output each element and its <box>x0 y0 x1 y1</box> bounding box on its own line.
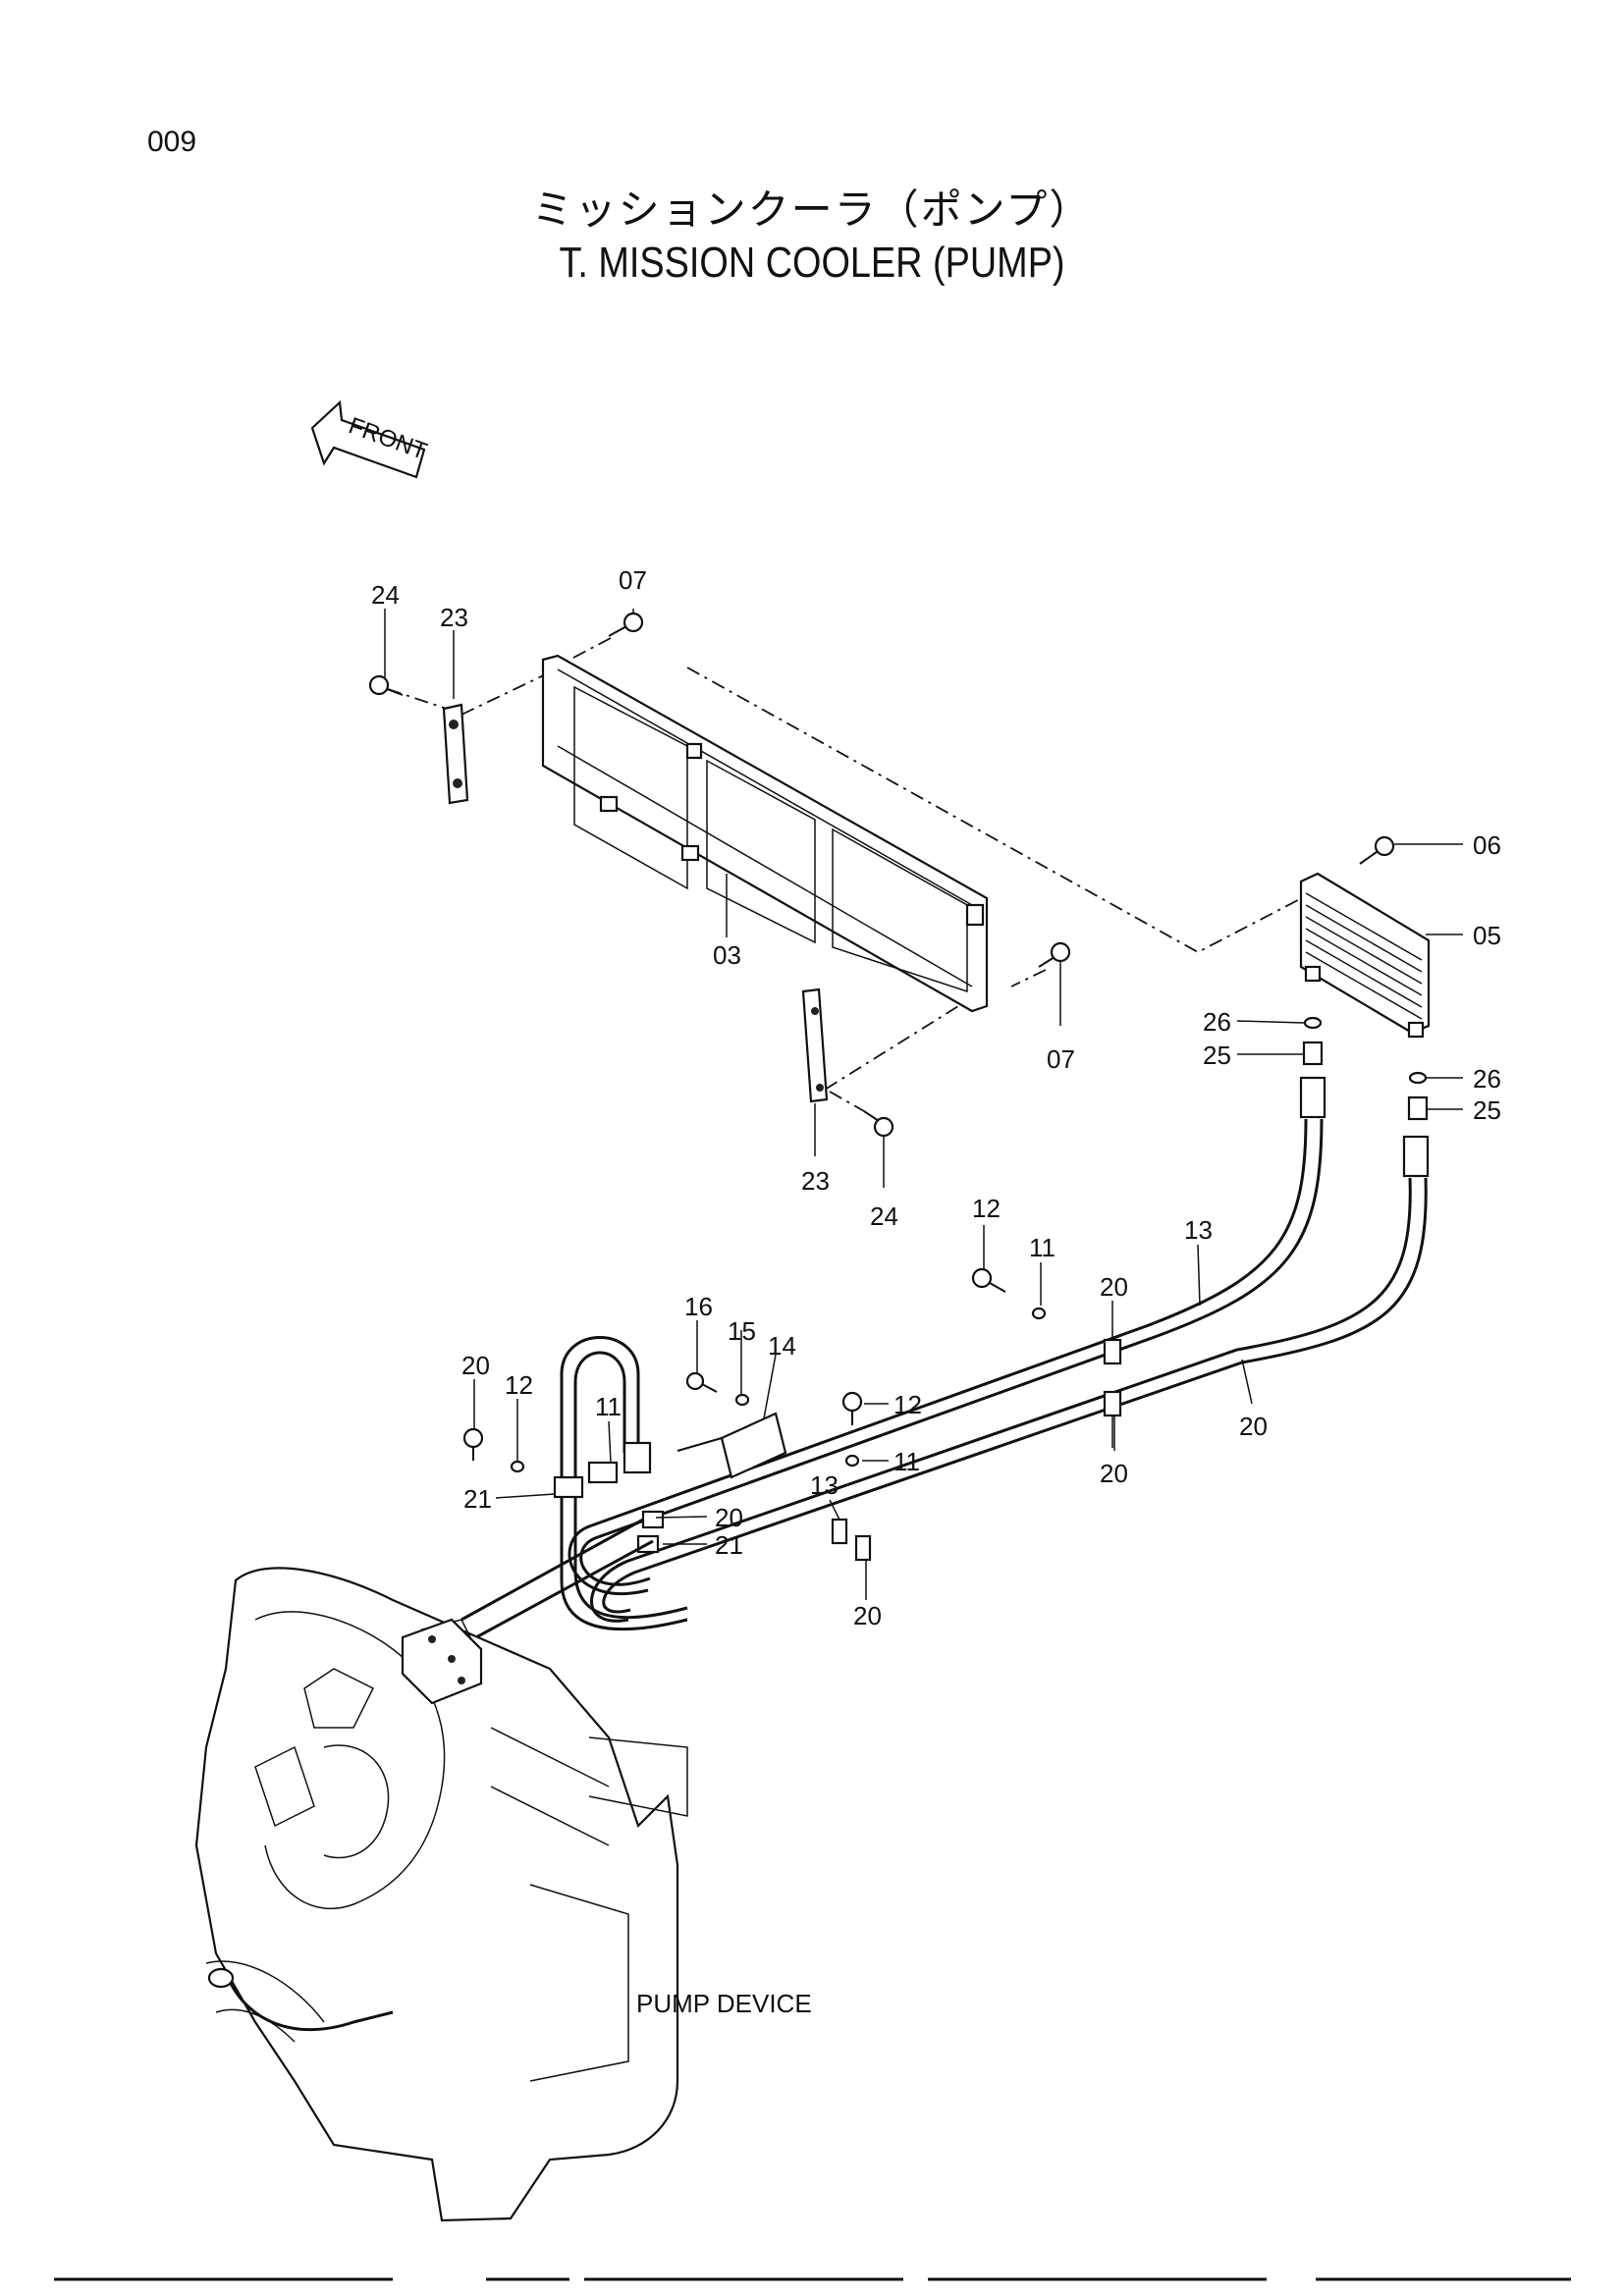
callout-16: 16 <box>684 1292 713 1321</box>
hose-13 <box>568 1076 1430 1623</box>
assembly-line-bolt-07-right <box>1010 969 1047 988</box>
callout-12-top: 12 <box>972 1194 1001 1223</box>
assembly-line-bracket-23-bottom <box>824 990 983 1091</box>
clamp-20-e <box>553 1475 584 1499</box>
clamp-20-b <box>1103 1390 1122 1417</box>
callout-20-mid: 13 <box>810 1470 839 1500</box>
callout-11-mid: 11 <box>893 1447 920 1476</box>
assembly-line-bracket-cooler <box>686 667 1322 954</box>
callout-20-top: 20 <box>1100 1272 1128 1302</box>
callout-11-left: 12 <box>505 1370 533 1400</box>
callout-20-mid-right: 20 <box>1100 1459 1128 1488</box>
clamp-20-d <box>854 1534 872 1562</box>
callout-25-right: 25 <box>1473 1095 1501 1125</box>
callouts: 24 23 07 03 06 05 26 25 07 26 25 23 24 1… <box>371 565 1501 1630</box>
clamp-20-a <box>1103 1338 1122 1365</box>
bolt-12-mid-icon <box>841 1391 863 1413</box>
callout-21-lower: 21 <box>715 1530 743 1560</box>
callout-24-top: 24 <box>371 580 400 610</box>
callout-20-bottom: 20 <box>853 1601 882 1630</box>
plate-23-top <box>442 703 469 805</box>
callout-03: 03 <box>713 940 741 970</box>
bolt-07-top-icon <box>608 612 644 637</box>
plate-14 <box>720 1412 787 1479</box>
clamp-20-f <box>587 1461 619 1484</box>
bolt-06-icon <box>1359 835 1395 865</box>
callout-26-right: 26 <box>1473 1064 1501 1094</box>
o-ring-26-right <box>1408 1071 1428 1085</box>
callout-12-mid: 12 <box>893 1390 922 1419</box>
washer-11-left <box>510 1460 525 1473</box>
title-japanese: ミッションクーラ（ポンプ） <box>531 186 1093 234</box>
pump-line <box>460 1518 654 1639</box>
assembly-line-bolt-07-top <box>554 637 612 668</box>
callout-21-upper: 20 <box>715 1503 743 1532</box>
bolt-12-top-icon <box>971 1267 993 1289</box>
title-block: ミッションクーラ（ポンプ） T. MISSION COOLER (PUMP) <box>0 177 1624 288</box>
callout-leaders <box>384 609 1463 1600</box>
callout-06: 06 <box>1473 830 1501 860</box>
callout-15: 15 <box>728 1316 756 1346</box>
bolt-07-right-icon <box>1038 941 1071 968</box>
bolt-12-left-icon <box>462 1427 484 1449</box>
fitting-25-right <box>1407 1095 1429 1121</box>
callout-20-left: 21 <box>463 1484 492 1514</box>
pump-device-label: PUMP DEVICE <box>636 1989 812 2018</box>
page-number: 009 <box>147 126 197 158</box>
callout-11-top: 11 <box>1029 1233 1056 1262</box>
bolt-24-bottom-icon <box>863 1110 894 1138</box>
o-ring-26-left <box>1303 1016 1323 1030</box>
callout-14: 14 <box>768 1331 796 1361</box>
washer-15 <box>734 1393 750 1407</box>
callout-07-right: 07 <box>1047 1044 1075 1074</box>
callout-25-left: 25 <box>1203 1041 1231 1070</box>
plate-23-bottom <box>801 988 829 1103</box>
front-arrow-icon: FRONT <box>310 400 431 479</box>
pump-device-housing <box>194 1567 688 2222</box>
callout-23-bottom: 23 <box>801 1166 830 1196</box>
washer-11-mid <box>844 1454 860 1468</box>
callout-05: 05 <box>1473 921 1501 950</box>
bolt-24-top-icon <box>368 674 404 696</box>
bolt-16-icon <box>685 1371 705 1391</box>
title-english: T. MISSION COOLER (PUMP) <box>559 239 1065 287</box>
washer-11-top <box>1031 1307 1047 1320</box>
callout-26-left: 26 <box>1203 1007 1231 1037</box>
cooler-bracket <box>541 654 989 1013</box>
callout-23-top: 23 <box>440 603 468 632</box>
callout-07-top: 07 <box>619 565 647 595</box>
callout-13-top: 13 <box>1184 1215 1213 1245</box>
callout-13-bottom: 20 <box>1239 1412 1268 1441</box>
callout-24-bottom: 24 <box>870 1201 898 1231</box>
clamp-20-c <box>831 1518 848 1545</box>
callout-20-left-upper: 11 <box>595 1392 622 1421</box>
callout-12-left: 20 <box>461 1351 490 1380</box>
assembly-line-23-top <box>460 671 551 716</box>
oil-cooler <box>1299 872 1431 1039</box>
assembly-line-bolt-24-bottom <box>829 1091 865 1112</box>
fitting-25-left <box>1302 1041 1324 1066</box>
